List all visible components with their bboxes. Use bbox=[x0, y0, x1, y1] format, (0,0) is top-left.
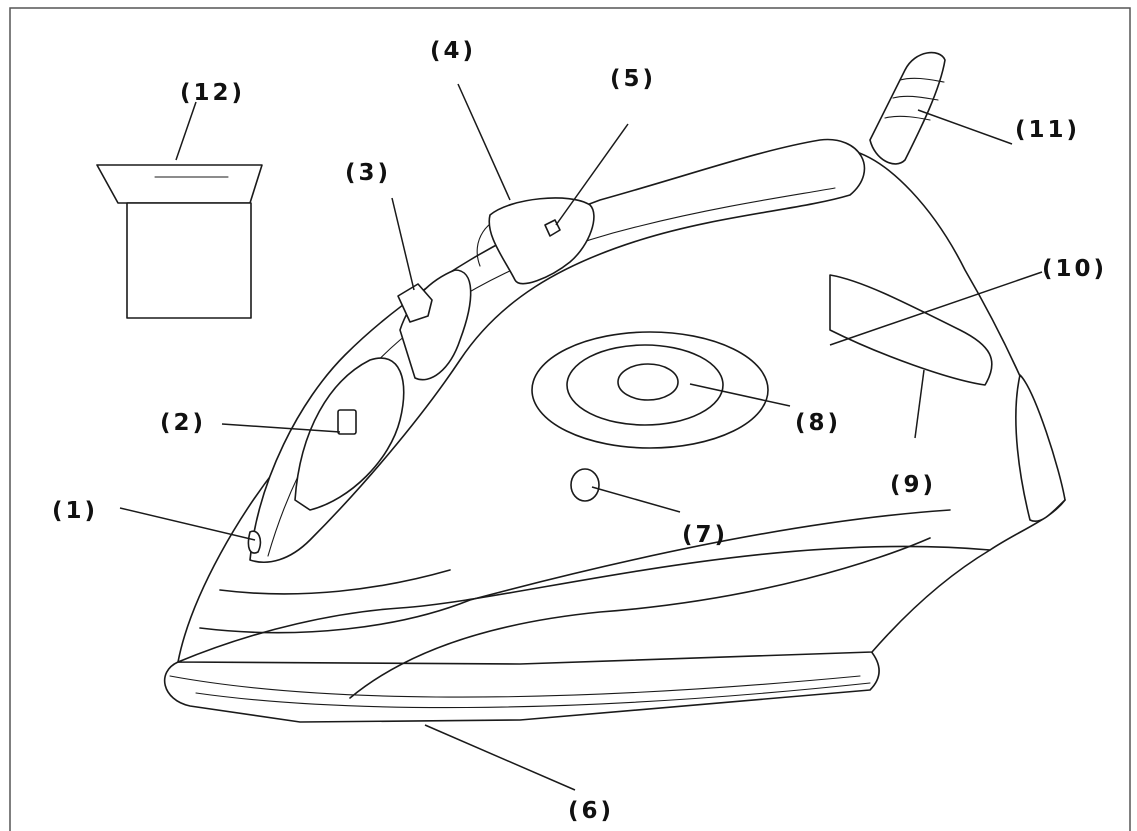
label-12: (12) bbox=[180, 80, 245, 106]
part-labels: (1) (2) (3) (4) (5) (6) (7) (8) (9) (10)… bbox=[52, 38, 1107, 824]
label-10: (10) bbox=[1042, 256, 1107, 282]
label-2: (2) bbox=[160, 410, 206, 436]
leader-line-1 bbox=[119, 507, 256, 541]
leader-line-11 bbox=[917, 109, 1013, 145]
leader-line-5 bbox=[555, 123, 629, 226]
leader-line-10 bbox=[829, 271, 1043, 346]
leader-line-12 bbox=[175, 101, 197, 161]
leader-line-9 bbox=[914, 369, 925, 439]
measuring-cup-drawing bbox=[96, 164, 263, 319]
leader-line-2 bbox=[221, 423, 341, 433]
steam-iron-drawing bbox=[163, 51, 1066, 723]
leader-line-6 bbox=[424, 724, 576, 791]
label-4: (4) bbox=[430, 38, 476, 64]
label-3: (3) bbox=[345, 160, 391, 186]
label-1: (1) bbox=[52, 498, 98, 524]
leader-line-3 bbox=[391, 197, 415, 291]
leader-lines bbox=[119, 83, 1043, 791]
label-6: (6) bbox=[568, 798, 614, 824]
label-11: (11) bbox=[1015, 117, 1080, 143]
label-8: (8) bbox=[795, 410, 841, 436]
label-7: (7) bbox=[682, 522, 728, 548]
leader-line-8 bbox=[689, 383, 791, 407]
diagram-frame bbox=[9, 7, 1131, 831]
label-5: (5) bbox=[610, 66, 656, 92]
leader-line-7 bbox=[591, 486, 681, 513]
label-9: (9) bbox=[890, 472, 936, 498]
leader-line-4 bbox=[457, 83, 511, 201]
